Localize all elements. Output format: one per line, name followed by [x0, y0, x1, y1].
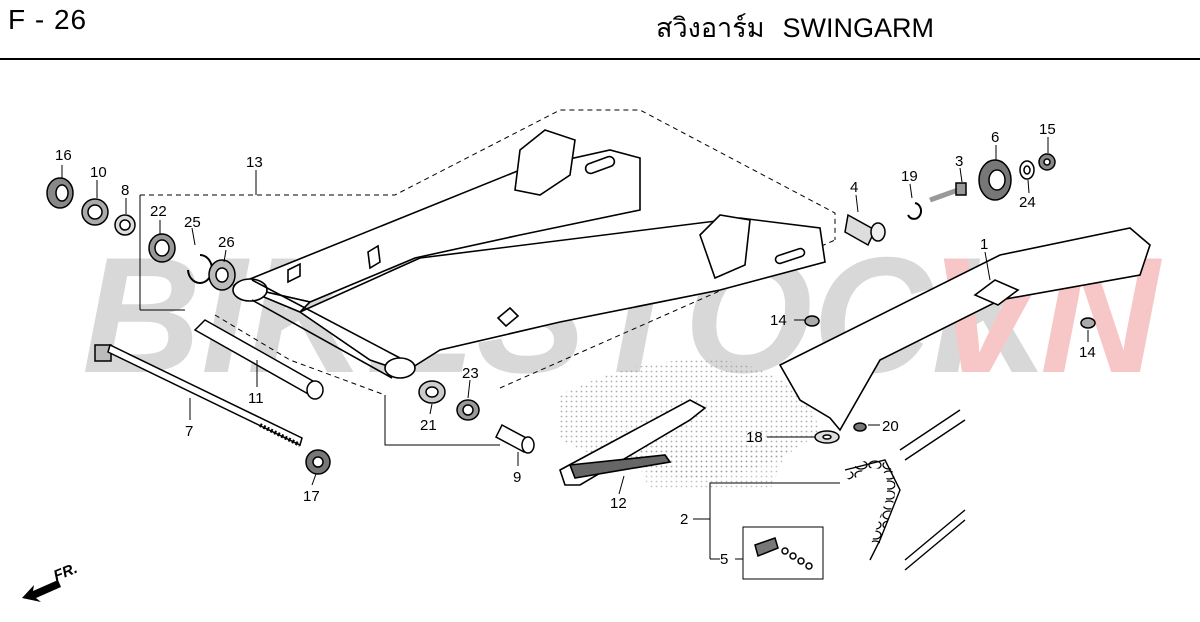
callout-5: 5 — [720, 551, 728, 568]
callout-24: 24 — [1019, 194, 1036, 211]
bolt-20 — [853, 422, 867, 432]
chain-case-1 — [778, 227, 1151, 432]
callout-7: 7 — [185, 423, 193, 440]
bolt-14-right — [1080, 317, 1096, 329]
callout-22: 22 — [150, 203, 167, 220]
pivot-nut-16 — [46, 177, 74, 209]
direction-label: FR. — [51, 560, 80, 585]
callout-17: 17 — [303, 488, 320, 505]
callout-1: 1 — [980, 236, 988, 253]
callout-4: 4 — [850, 179, 858, 196]
dust-seal-10 — [81, 198, 109, 226]
oil-seal-22 — [148, 233, 176, 263]
front-direction-arrow: FR. — [22, 560, 80, 602]
assembly-outline — [139, 109, 836, 446]
callout-13: 13 — [246, 154, 263, 171]
swingarm-body — [232, 129, 826, 379]
arrow-icon — [22, 580, 61, 602]
callout-25: 25 — [184, 214, 201, 231]
callout-16: 16 — [55, 147, 72, 164]
header-bar: F - 26 สวิงอาร์ม SWINGARM — [0, 0, 1200, 60]
collar-8 — [114, 214, 136, 236]
callout-26: 26 — [218, 234, 235, 251]
callout-19: 19 — [901, 168, 918, 185]
callout-15: 15 — [1039, 121, 1056, 138]
callout-2: 2 — [680, 511, 688, 528]
nut-15 — [1038, 153, 1056, 171]
needle-bearing-21 — [418, 380, 446, 404]
drive-chain-2 — [844, 409, 966, 571]
bolt-14-left — [804, 315, 820, 327]
adjuster-6 — [978, 159, 1012, 201]
page-code: F - 26 — [8, 4, 88, 35]
leader-lines — [61, 137, 1089, 560]
callout-14-left: 14 — [770, 312, 787, 329]
callout-21: 21 — [420, 417, 437, 434]
callout-18: 18 — [746, 429, 763, 446]
washer-18 — [814, 430, 840, 444]
callout-3: 3 — [955, 153, 963, 170]
callout-labels: 16 10 8 22 25 26 13 11 7 17 21 23 9 12 4… — [55, 121, 1096, 568]
bolt-3 — [929, 182, 967, 203]
circlip-19 — [907, 202, 923, 220]
chain-slider-12 — [559, 399, 707, 486]
callout-8: 8 — [121, 182, 129, 199]
callout-12: 12 — [610, 495, 627, 512]
callout-11: 11 — [248, 390, 264, 407]
callout-6: 6 — [991, 129, 999, 146]
callout-23: 23 — [462, 365, 479, 382]
washer-24 — [1019, 160, 1035, 180]
rear-parts — [742, 153, 1096, 580]
nut-17 — [305, 449, 331, 475]
page-title: สวิงอาร์ม SWINGARM — [656, 6, 952, 49]
callout-10: 10 — [90, 164, 107, 181]
collar-9 — [495, 423, 535, 454]
callout-20: 20 — [882, 418, 899, 435]
master-link-5 — [742, 526, 824, 580]
pivot-collar-11 — [193, 319, 324, 400]
bearing-26 — [208, 259, 236, 291]
pivot-parts — [46, 177, 535, 475]
pivot-bushing-4 — [844, 213, 886, 247]
pivot-bolt-7 — [94, 343, 303, 447]
page-title-thai: สวิงอาร์ม — [656, 13, 765, 43]
callout-14-right: 14 — [1079, 344, 1096, 361]
seal-23 — [456, 399, 480, 421]
callout-9: 9 — [513, 469, 521, 486]
page-title-english: SWINGARM — [782, 13, 935, 43]
